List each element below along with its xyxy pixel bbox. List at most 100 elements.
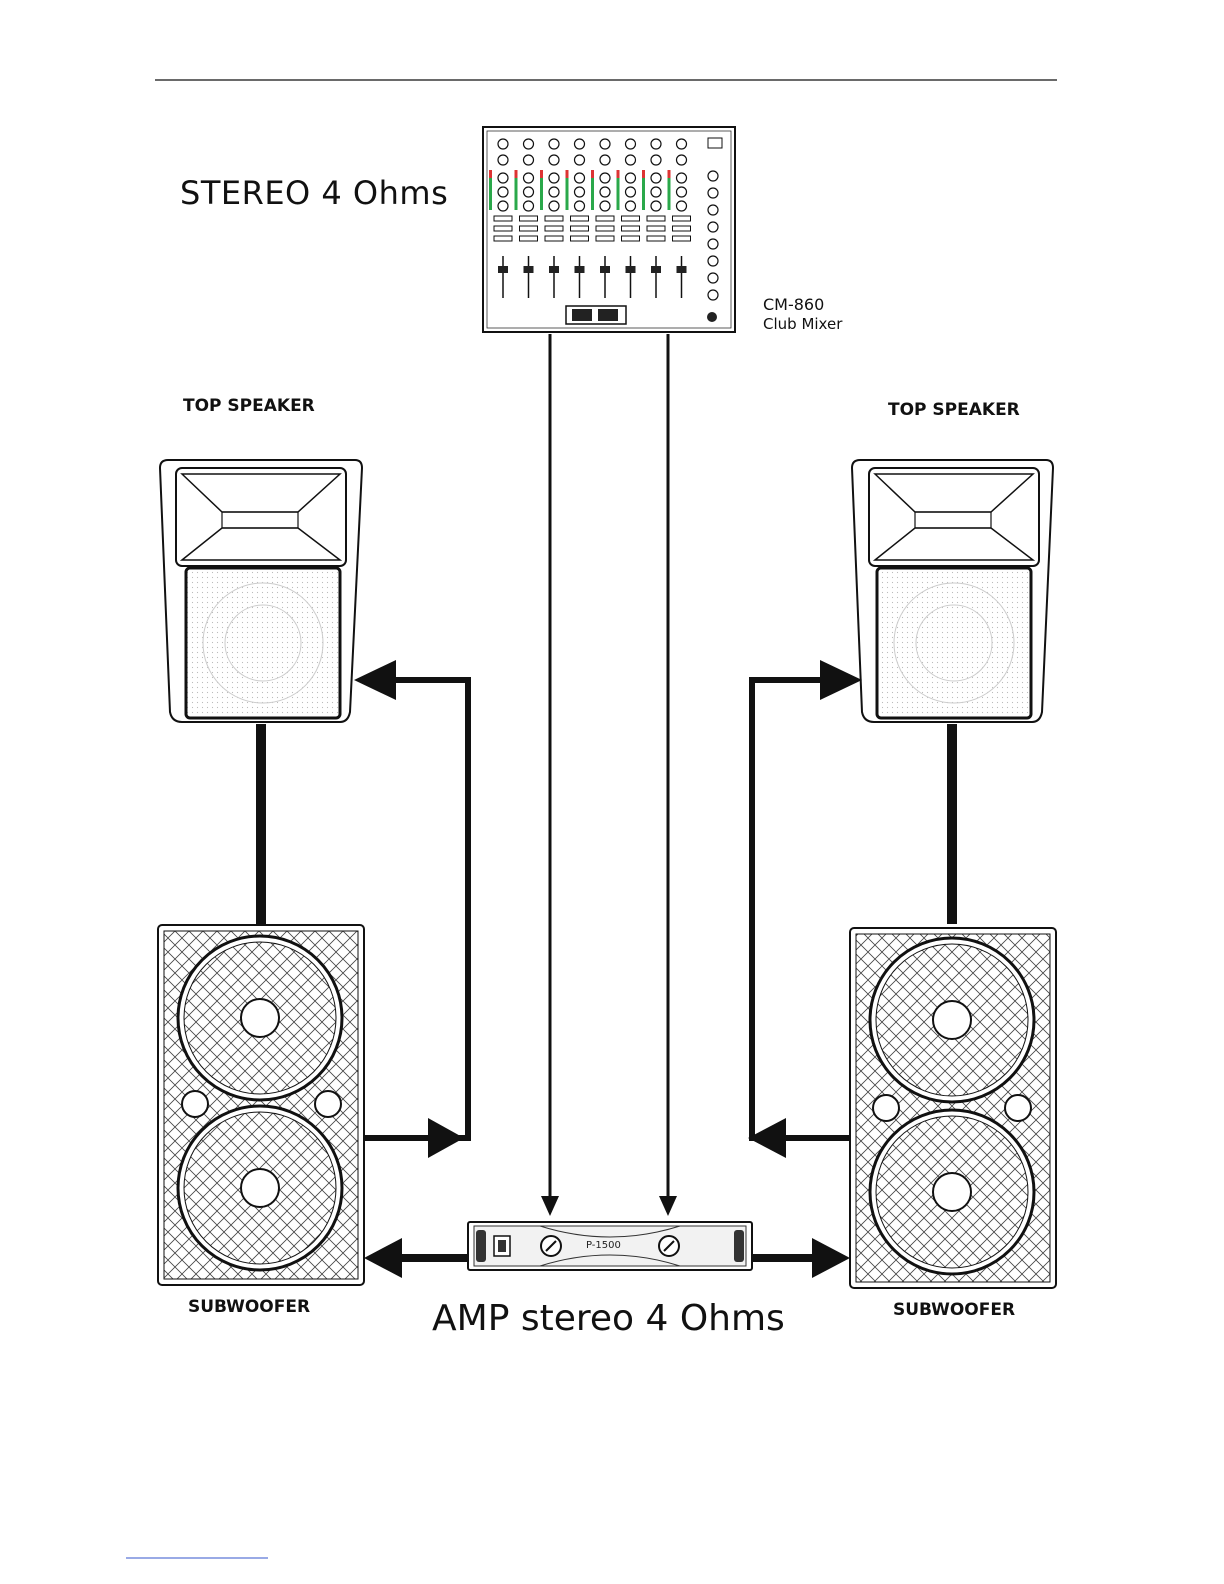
mixer-knob bbox=[524, 155, 534, 165]
mixer-knob bbox=[498, 173, 508, 183]
mixer-master-knob bbox=[708, 273, 718, 283]
mixer-knob bbox=[498, 187, 508, 197]
mixer-description-label: Club Mixer bbox=[763, 315, 842, 333]
mixer-button bbox=[545, 216, 563, 221]
mixer-button bbox=[545, 236, 563, 241]
mixer-knob bbox=[600, 187, 610, 197]
subwoofer-right-label: SUBWOOFER bbox=[893, 1300, 1015, 1320]
mixer-master-knob bbox=[708, 290, 718, 300]
mixer-knob bbox=[626, 139, 636, 149]
mixer-knob bbox=[524, 201, 534, 211]
top-speaker-left bbox=[160, 460, 362, 722]
mixer-knob bbox=[549, 155, 559, 165]
mixer-button bbox=[571, 226, 589, 231]
mixer-button bbox=[520, 226, 538, 231]
mixer-button bbox=[647, 216, 665, 221]
mixer-meter-peak bbox=[515, 170, 518, 178]
top-speaker-right bbox=[852, 460, 1053, 722]
mixer-device bbox=[483, 127, 735, 332]
diagram-title: STEREO 4 Ohms bbox=[180, 174, 448, 212]
mixer-button bbox=[647, 226, 665, 231]
mixer-meter-peak bbox=[642, 170, 645, 178]
mixer-knob bbox=[626, 173, 636, 183]
mixer-meter-peak bbox=[617, 170, 620, 178]
mixer-button bbox=[647, 236, 665, 241]
mixer-fader-cap bbox=[651, 266, 661, 273]
mixer-button bbox=[673, 216, 691, 221]
mixer-fader-cap bbox=[498, 266, 508, 273]
mixer-knob bbox=[651, 155, 661, 165]
mixer-knob bbox=[524, 173, 534, 183]
mixer-knob bbox=[549, 173, 559, 183]
mixer-knob bbox=[549, 187, 559, 197]
mixer-master-knob bbox=[708, 205, 718, 215]
mixer-fader-cap bbox=[677, 266, 687, 273]
mixer-button bbox=[520, 216, 538, 221]
mixer-knob bbox=[524, 139, 534, 149]
mixer-power-switch bbox=[708, 138, 722, 148]
mixer-master-knob bbox=[708, 188, 718, 198]
mixer-knob bbox=[498, 201, 508, 211]
mixer-fader-cap bbox=[600, 266, 610, 273]
mixer-button bbox=[596, 226, 614, 231]
mixer-knob bbox=[498, 139, 508, 149]
mixer-button bbox=[596, 236, 614, 241]
mixer-knob bbox=[549, 139, 559, 149]
mixer-knob bbox=[575, 155, 585, 165]
top-speaker-left-label: TOP SPEAKER bbox=[183, 396, 315, 416]
amp-title: AMP stereo 4 Ohms bbox=[432, 1298, 785, 1339]
subwoofer-left bbox=[158, 925, 364, 1285]
mixer-button bbox=[494, 236, 512, 241]
mixer-knob bbox=[575, 201, 585, 211]
mixer-button bbox=[622, 236, 640, 241]
mixer-knob bbox=[575, 173, 585, 183]
mixer-master-knob bbox=[708, 222, 718, 232]
mixer-knob bbox=[600, 173, 610, 183]
mixer-master-knob bbox=[708, 239, 718, 249]
mixer-knob bbox=[651, 201, 661, 211]
amp-model-label: P-1500 bbox=[586, 1240, 621, 1251]
mixer-button bbox=[545, 226, 563, 231]
mixer-knob bbox=[626, 187, 636, 197]
mixer-meter-peak bbox=[668, 170, 671, 178]
mixer-fader-cap bbox=[626, 266, 636, 273]
mixer-meter-peak bbox=[489, 170, 492, 178]
mixer-button bbox=[494, 216, 512, 221]
mixer-knob bbox=[651, 139, 661, 149]
mixer-knob bbox=[626, 201, 636, 211]
mixer-knob bbox=[575, 187, 585, 197]
mixer-knob bbox=[677, 139, 687, 149]
mixer-button bbox=[494, 226, 512, 231]
mixer-knob bbox=[677, 187, 687, 197]
mixer-master-knob bbox=[708, 256, 718, 266]
mixer-button bbox=[571, 216, 589, 221]
mixer-knob bbox=[677, 201, 687, 211]
subwoofer-right bbox=[850, 928, 1056, 1288]
mixer-knob bbox=[651, 187, 661, 197]
mixer-knob bbox=[575, 139, 585, 149]
mixer-meter-peak bbox=[566, 170, 569, 178]
mixer-fader-cap bbox=[524, 266, 534, 273]
mixer-master-knob bbox=[708, 171, 718, 181]
mixer-meter-peak bbox=[591, 170, 594, 178]
mixer-button bbox=[673, 236, 691, 241]
mixer-button bbox=[673, 226, 691, 231]
mixer-knob bbox=[677, 155, 687, 165]
subwoofer-left-label: SUBWOOFER bbox=[188, 1297, 310, 1317]
mixer-fader-cap bbox=[549, 266, 559, 273]
mixer-fader-cap bbox=[575, 266, 585, 273]
mixer-meter-peak bbox=[540, 170, 543, 178]
mixer-button bbox=[520, 236, 538, 241]
mixer-model-label: CM-860 bbox=[763, 296, 824, 314]
mixer-knob bbox=[677, 173, 687, 183]
mixer-button bbox=[622, 226, 640, 231]
mixer-knob bbox=[651, 173, 661, 183]
mixer-knob bbox=[600, 201, 610, 211]
mixer-knob bbox=[549, 201, 559, 211]
mixer-knob bbox=[498, 155, 508, 165]
mixer-knob bbox=[600, 139, 610, 149]
arrowheads bbox=[354, 660, 862, 1278]
top-speaker-right-label: TOP SPEAKER bbox=[888, 400, 1020, 420]
mixer-knob bbox=[524, 187, 534, 197]
